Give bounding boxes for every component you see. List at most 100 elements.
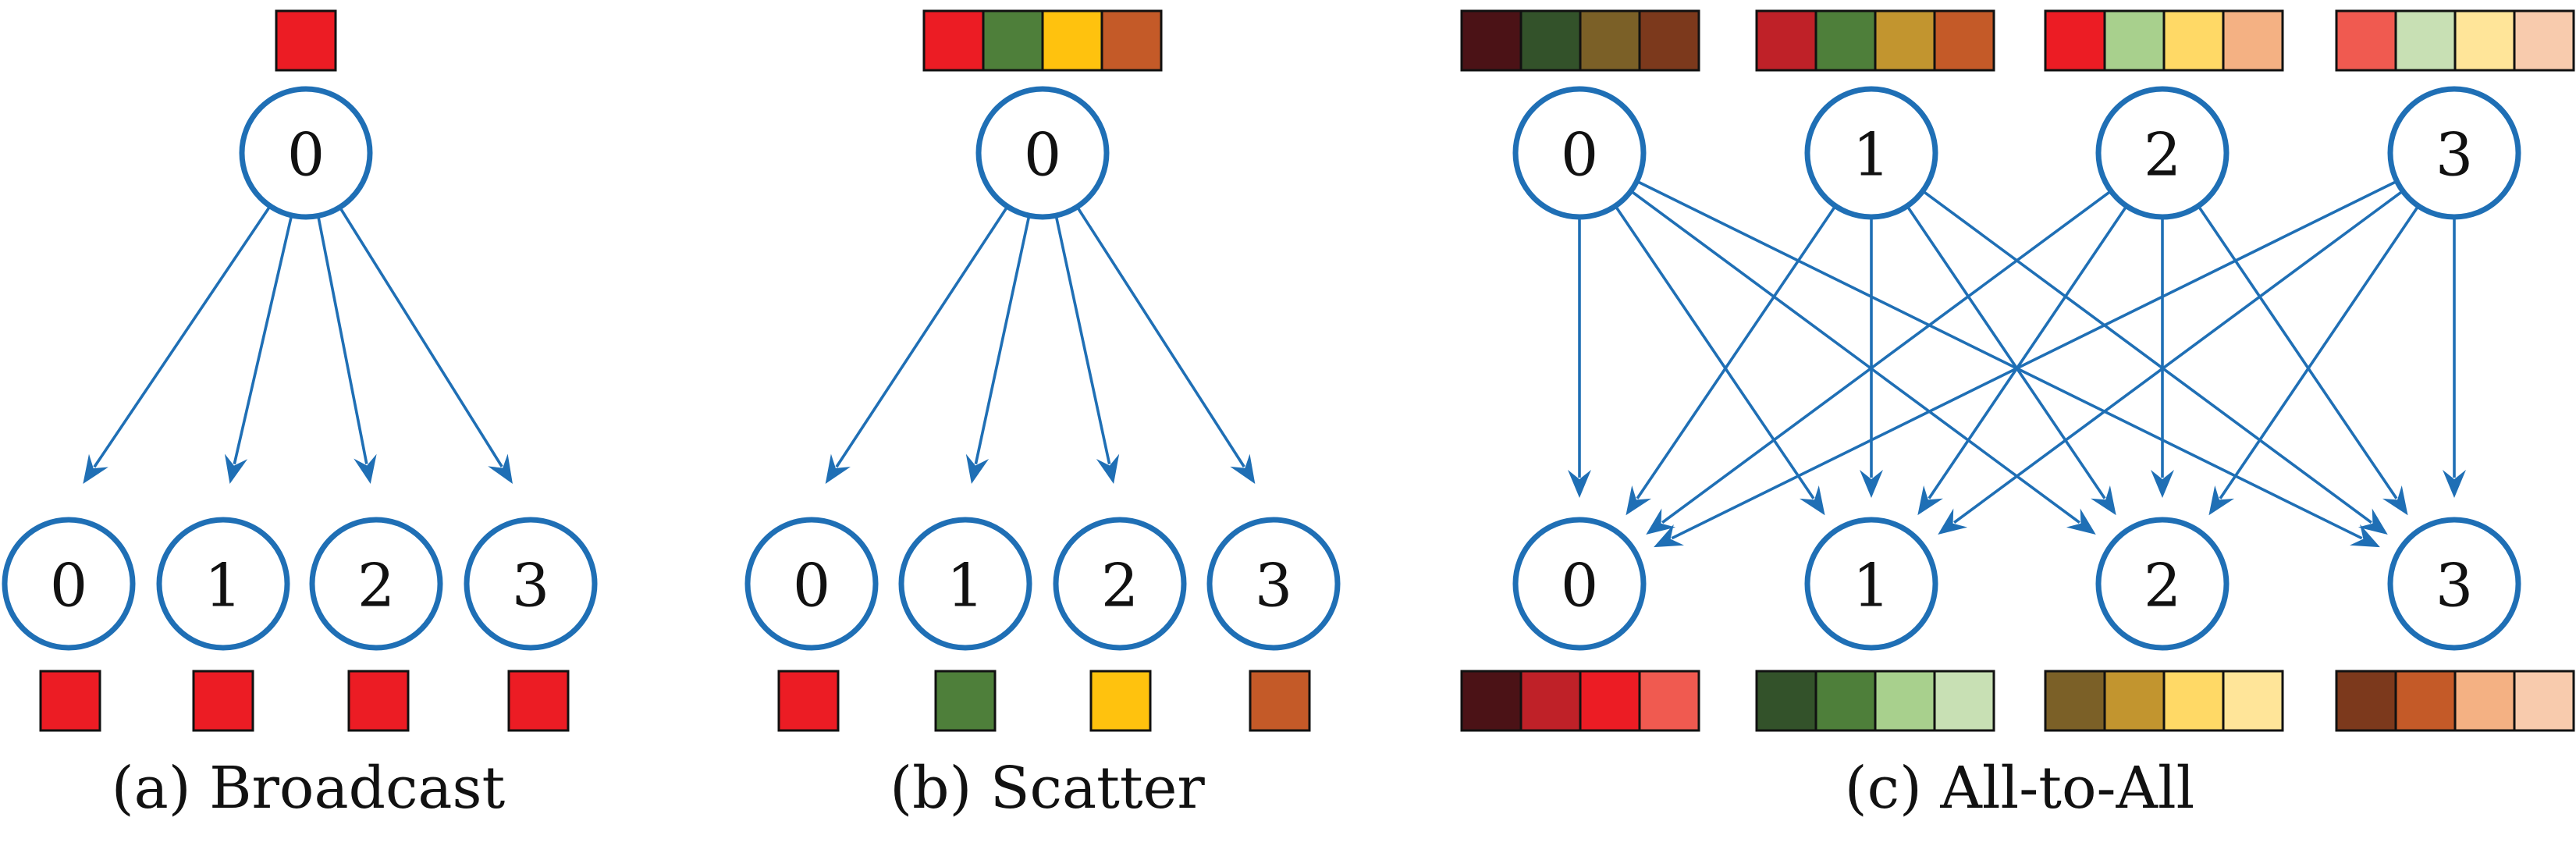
all-to-all-target-node-0-circle <box>1512 517 1647 651</box>
scatter-target-node-3-label: 3 <box>1255 551 1292 620</box>
all-to-all-target-buffer-0 <box>1460 670 1700 732</box>
scatter-target-node-1-circle <box>898 517 1032 651</box>
scatter-target-buffer-3-cell-0 <box>1249 670 1311 732</box>
broadcast-source-node-0-label: 0 <box>287 120 325 190</box>
all-to-all-source-buffer-0 <box>1460 9 1700 72</box>
all-to-all-source-node-3-circle <box>2387 86 2521 220</box>
scatter-target-node-1-label: 1 <box>947 551 984 620</box>
broadcast-target-node-0: 0 <box>2 517 136 651</box>
broadcast-target-node-2: 2 <box>309 517 443 651</box>
all-to-all-target-node-3-circle <box>2387 517 2521 651</box>
scatter-target-buffer-1 <box>934 670 997 732</box>
all-to-all-caption: (c) All-to-All <box>1845 755 2195 822</box>
all-to-all-target-buffer-0-cell-2 <box>1579 670 1641 732</box>
broadcast-target-buffer-2 <box>347 670 410 732</box>
scatter-source-node-0-label: 0 <box>1024 120 1061 190</box>
scatter-target-buffer-1-cell-0 <box>934 670 997 732</box>
all-to-all-target-node-1-circle <box>1804 517 1938 651</box>
all-to-all-source-node-2-circle <box>2095 86 2230 220</box>
all-to-all-source-buffer-3-cell-0 <box>2335 9 2397 72</box>
all-to-all-target-buffer-3-cell-2 <box>2453 670 2516 732</box>
broadcast-edge-0-to-1-line <box>233 216 293 465</box>
scatter-target-node-0: 0 <box>744 517 879 651</box>
all-to-all-edge-2-to-3-line <box>2198 206 2398 499</box>
all-to-all-edge-2-to-0-arrowhead <box>1646 508 1676 535</box>
broadcast-target-node-3: 3 <box>464 517 598 651</box>
scatter-edge-0-to-2-line <box>1054 216 1111 464</box>
scatter-target-buffer-0-cell-0 <box>777 670 840 732</box>
all-to-all-edge-2-to-1-line <box>1928 206 2127 499</box>
scatter-target-node-0-label: 0 <box>793 551 830 620</box>
all-to-all-edge-0-to-1-line <box>1615 206 1815 499</box>
all-to-all-edge-3-to-1-arrowhead <box>1938 508 1968 535</box>
broadcast-source-buffer-0 <box>275 9 337 72</box>
broadcast-edge-0-to-3-line <box>339 208 503 467</box>
all-to-all-edge-3-to-1-line <box>1953 190 2403 524</box>
all-to-all-edge-3-to-0-line <box>1671 180 2397 540</box>
all-to-all-source-buffer-2-cell-1 <box>2103 9 2166 72</box>
all-to-all-edge-1-to-3-line <box>1923 190 2372 524</box>
all-to-all-edge-3-to-0-arrowhead <box>1654 524 1685 548</box>
broadcast-target-buffer-0 <box>39 670 101 732</box>
broadcast-target-node-1-label: 1 <box>204 551 242 620</box>
broadcast-target-node-3-label: 3 <box>512 551 549 620</box>
scatter-target-buffer-3 <box>1249 670 1311 732</box>
all-to-all-target-buffer-1-cell-3 <box>1933 670 1995 732</box>
all-to-all-source-buffer-3-cell-1 <box>2394 9 2457 72</box>
all-to-all-target-buffer-2 <box>2044 670 2284 732</box>
all-to-all-edge-3-to-2-line <box>2219 206 2419 499</box>
all-to-all-edge-2-to-2-arrowhead <box>2151 470 2174 498</box>
scatter-edge-0-to-2-arrowhead <box>1096 453 1120 484</box>
all-to-all-target-node-1-label: 1 <box>1853 551 1890 620</box>
all-to-all-edge-1-to-1-arrowhead <box>1860 470 1883 498</box>
broadcast-target-node-1-circle <box>156 517 290 651</box>
all-to-all-edge-1-to-2-line <box>1906 206 2106 499</box>
scatter-source-buffer-0-cell-2 <box>1041 9 1103 72</box>
all-to-all-target-buffer-1-cell-1 <box>1814 670 1877 732</box>
all-to-all-edge-2-to-1-arrowhead <box>1917 485 1943 516</box>
all-to-all-source-buffer-0-cell-1 <box>1519 9 1582 72</box>
broadcast-source-node-0: 0 <box>239 86 373 220</box>
all-to-all-target-buffer-0-cell-3 <box>1638 670 1700 732</box>
all-to-all-target-buffer-0-cell-0 <box>1460 670 1523 732</box>
all-to-all-edge-0-to-3-arrowhead <box>2349 524 2380 548</box>
broadcast-target-node-2-label: 2 <box>357 551 395 620</box>
all-to-all-target-node-1: 1 <box>1804 517 1938 651</box>
scatter-source-node-0: 0 <box>975 86 1110 220</box>
scatter-target-buffer-0 <box>777 670 840 732</box>
all-to-all-target-buffer-2-cell-1 <box>2103 670 2166 732</box>
all-to-all-source-node-1: 1 <box>1804 86 1938 220</box>
all-to-all-target-node-3: 3 <box>2387 517 2521 651</box>
broadcast-target-node-0-circle <box>2 517 136 651</box>
all-to-all-source-buffer-1-cell-0 <box>1755 9 1817 72</box>
broadcast-caption: (a) Broadcast <box>112 755 506 822</box>
all-to-all-source-buffer-1-cell-1 <box>1814 9 1877 72</box>
broadcast-target-buffer-1 <box>192 670 254 732</box>
all-to-all-edge-0-to-2-arrowhead <box>2066 508 2096 535</box>
all-to-all-target-node-2: 2 <box>2095 517 2230 651</box>
all-to-all-source-buffer-2-cell-0 <box>2044 9 2106 72</box>
all-to-all-edge-1-to-2-arrowhead <box>2091 485 2116 516</box>
all-to-all-source-buffer-3-cell-3 <box>2513 9 2575 72</box>
all-to-all-target-buffer-3-cell-1 <box>2394 670 2457 732</box>
all-to-all-target-buffer-1-cell-0 <box>1755 670 1817 732</box>
broadcast-target-buffer-1-cell-0 <box>192 670 254 732</box>
scatter-target-node-3-circle <box>1206 517 1341 651</box>
all-to-all-target-node-2-label: 2 <box>2144 551 2181 620</box>
all-to-all-edge-0-to-2-line <box>1631 190 2080 524</box>
scatter-edge-0-to-0-arrowhead <box>825 453 851 484</box>
all-to-all-edge-1-to-3-arrowhead <box>2357 508 2388 535</box>
scatter-source-buffer-0-cell-0 <box>922 9 985 72</box>
scatter-source-buffer-0-cell-3 <box>1100 9 1163 72</box>
broadcast-target-node-0-label: 0 <box>50 551 87 620</box>
all-to-all-source-buffer-2 <box>2044 9 2284 72</box>
scatter-edge-0-to-3-line <box>1076 207 1245 468</box>
scatter-target-buffer-2 <box>1089 670 1152 732</box>
all-to-all-target-node-0-label: 0 <box>1561 551 1598 620</box>
broadcast-source-buffer-0-cell-0 <box>275 9 337 72</box>
broadcast-target-node-1: 1 <box>156 517 290 651</box>
all-to-all-target-buffer-3-cell-3 <box>2513 670 2575 732</box>
